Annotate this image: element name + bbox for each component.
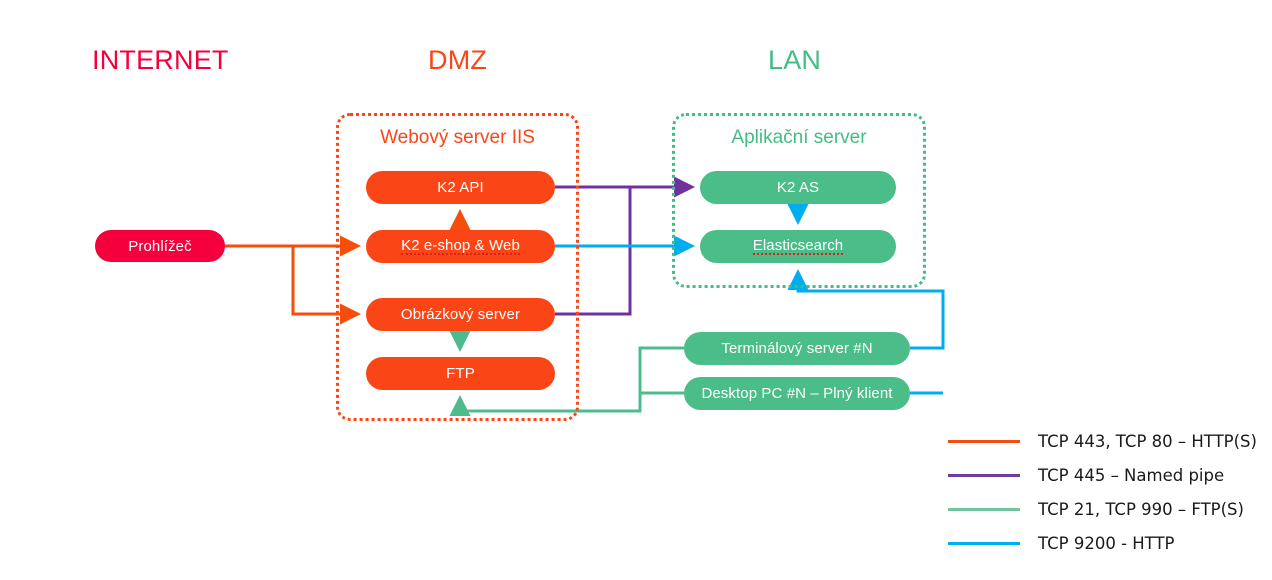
legend-item-named-pipe: TCP 445 – Named pipe xyxy=(948,458,1268,492)
node-label-ftp: FTP xyxy=(446,365,475,382)
node-label-prohlizec: Prohlížeč xyxy=(128,237,192,255)
legend-item-http: TCP 443, TCP 80 – HTTP(S) xyxy=(948,424,1268,458)
node-label-elasticsearch: Elasticsearch xyxy=(752,237,844,255)
node-desktop-pc-plny-klient[interactable]: Desktop PC #N – Plný klient xyxy=(684,377,910,410)
container-label-webovy-server-iis: Webový server IIS xyxy=(380,127,535,148)
legend: TCP 443, TCP 80 – HTTP(S) TCP 445 – Name… xyxy=(948,424,1268,560)
legend-swatch-ftp xyxy=(948,507,1020,511)
node-prohlizec[interactable]: Prohlížeč xyxy=(95,230,225,262)
node-label-k2-as: K2 AS xyxy=(776,179,820,196)
legend-label-elastic-http: TCP 9200 - HTTP xyxy=(1038,533,1175,553)
legend-swatch-elastic-http xyxy=(948,541,1020,545)
container-aplikacni-server xyxy=(672,113,926,288)
legend-item-elastic-http: TCP 9200 - HTTP xyxy=(948,526,1268,560)
node-label-k2-api: K2 API xyxy=(437,179,484,196)
legend-label-named-pipe: TCP 445 – Named pipe xyxy=(1038,465,1225,485)
zone-title-lan: LAN xyxy=(768,45,822,75)
node-label-terminalovy-server: Terminálový server #N xyxy=(721,340,873,357)
legend-item-ftp: TCP 21, TCP 990 – FTP(S) xyxy=(948,492,1268,526)
legend-label-http: TCP 443, TCP 80 – HTTP(S) xyxy=(1038,431,1257,451)
legend-swatch-named-pipe xyxy=(948,473,1020,477)
node-terminalovy-server[interactable]: Terminálový server #N xyxy=(684,332,910,365)
node-label-k2-eshop-web: K2 e-shop & Web xyxy=(401,237,520,255)
node-k2-api[interactable]: K2 API xyxy=(366,171,555,204)
node-k2-eshop-web[interactable]: K2 e-shop & Web xyxy=(366,230,555,263)
legend-swatch-http xyxy=(948,439,1020,443)
node-label-obrazkovy-server: Obrázkový server xyxy=(400,306,521,323)
node-elasticsearch[interactable]: Elasticsearch xyxy=(700,230,896,263)
zone-title-dmz: DMZ xyxy=(428,45,488,75)
container-label-aplikacni-server: Aplikační server xyxy=(731,127,867,148)
container-webovy-server-iis xyxy=(336,113,579,421)
zone-title-internet: INTERNET xyxy=(92,45,229,75)
node-ftp[interactable]: FTP xyxy=(366,357,555,390)
node-label-desktop-pc-plny-klient: Desktop PC #N – Plný klient xyxy=(701,385,893,402)
node-k2-as[interactable]: K2 AS xyxy=(700,171,896,204)
node-obrazkovy-server[interactable]: Obrázkový server xyxy=(366,298,555,331)
legend-label-ftp: TCP 21, TCP 990 – FTP(S) xyxy=(1038,499,1244,519)
